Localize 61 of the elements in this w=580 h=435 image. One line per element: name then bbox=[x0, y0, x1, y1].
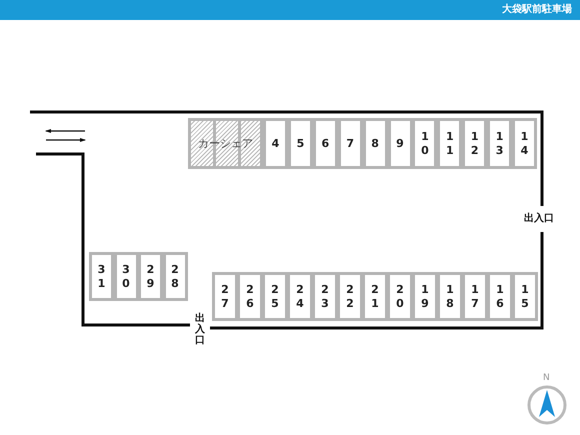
space-number: 21 bbox=[371, 282, 379, 310]
space-number: 30 bbox=[122, 262, 130, 290]
parking-space bbox=[437, 118, 462, 169]
parking-space bbox=[263, 118, 288, 169]
parking-space bbox=[287, 272, 313, 321]
parking-space bbox=[512, 272, 538, 321]
space-number: 6 bbox=[321, 136, 330, 150]
parking-space bbox=[338, 118, 363, 169]
north-label: N bbox=[543, 373, 551, 384]
space-number: 11 bbox=[446, 130, 454, 158]
parking-space bbox=[512, 118, 537, 169]
space-number: 13 bbox=[496, 130, 504, 158]
space-number: 7 bbox=[346, 136, 354, 150]
space-number: 19 bbox=[421, 282, 429, 310]
parking-space bbox=[312, 118, 338, 169]
space-number: 8 bbox=[371, 136, 380, 150]
entrance-label: 出入口 bbox=[195, 313, 206, 346]
space-number: 29 bbox=[146, 262, 154, 290]
page-title: 大袋駅前駐車場 bbox=[502, 3, 572, 17]
space-number: 18 bbox=[446, 282, 454, 310]
parking-space bbox=[362, 272, 388, 321]
parking-space bbox=[437, 272, 463, 321]
space-number: 5 bbox=[296, 136, 304, 150]
parking-space bbox=[288, 118, 313, 169]
space-number: 14 bbox=[520, 130, 528, 158]
parking-space bbox=[337, 272, 363, 321]
parking-space bbox=[362, 118, 388, 169]
parking-space bbox=[212, 272, 238, 321]
space-number: 28 bbox=[171, 262, 179, 290]
space-number: 24 bbox=[296, 282, 304, 310]
parking-space bbox=[412, 118, 438, 169]
parking-space bbox=[312, 272, 338, 321]
space-number: 22 bbox=[346, 282, 354, 310]
space-number: 10 bbox=[420, 130, 429, 158]
space-number: 12 bbox=[470, 130, 479, 158]
space-number: 17 bbox=[471, 282, 479, 310]
space-number: 31 bbox=[98, 262, 106, 290]
parking-space bbox=[462, 118, 488, 169]
parking-space bbox=[487, 118, 512, 169]
space-number: 4 bbox=[272, 136, 280, 150]
parking-space bbox=[138, 252, 163, 301]
space-number: 15 bbox=[521, 282, 529, 310]
car-share-space bbox=[188, 118, 263, 169]
parking-space bbox=[237, 272, 263, 321]
space-number: 26 bbox=[246, 282, 254, 310]
parking-space bbox=[387, 272, 413, 321]
space-number: 23 bbox=[321, 282, 329, 310]
entrance-label: 出入口 bbox=[524, 213, 555, 224]
parking-space bbox=[114, 252, 138, 301]
space-number: 25 bbox=[271, 282, 279, 310]
space-number: 9 bbox=[396, 136, 404, 150]
space-number: 27 bbox=[221, 282, 229, 310]
parking-space bbox=[262, 272, 288, 321]
parking-space bbox=[487, 272, 513, 321]
parking-space bbox=[162, 252, 188, 301]
space-number: 20 bbox=[396, 282, 404, 310]
parking-space bbox=[412, 272, 438, 321]
space-number: 16 bbox=[496, 282, 504, 310]
parking-space bbox=[89, 252, 114, 301]
parking-space bbox=[388, 118, 412, 169]
parking-space bbox=[462, 272, 488, 321]
